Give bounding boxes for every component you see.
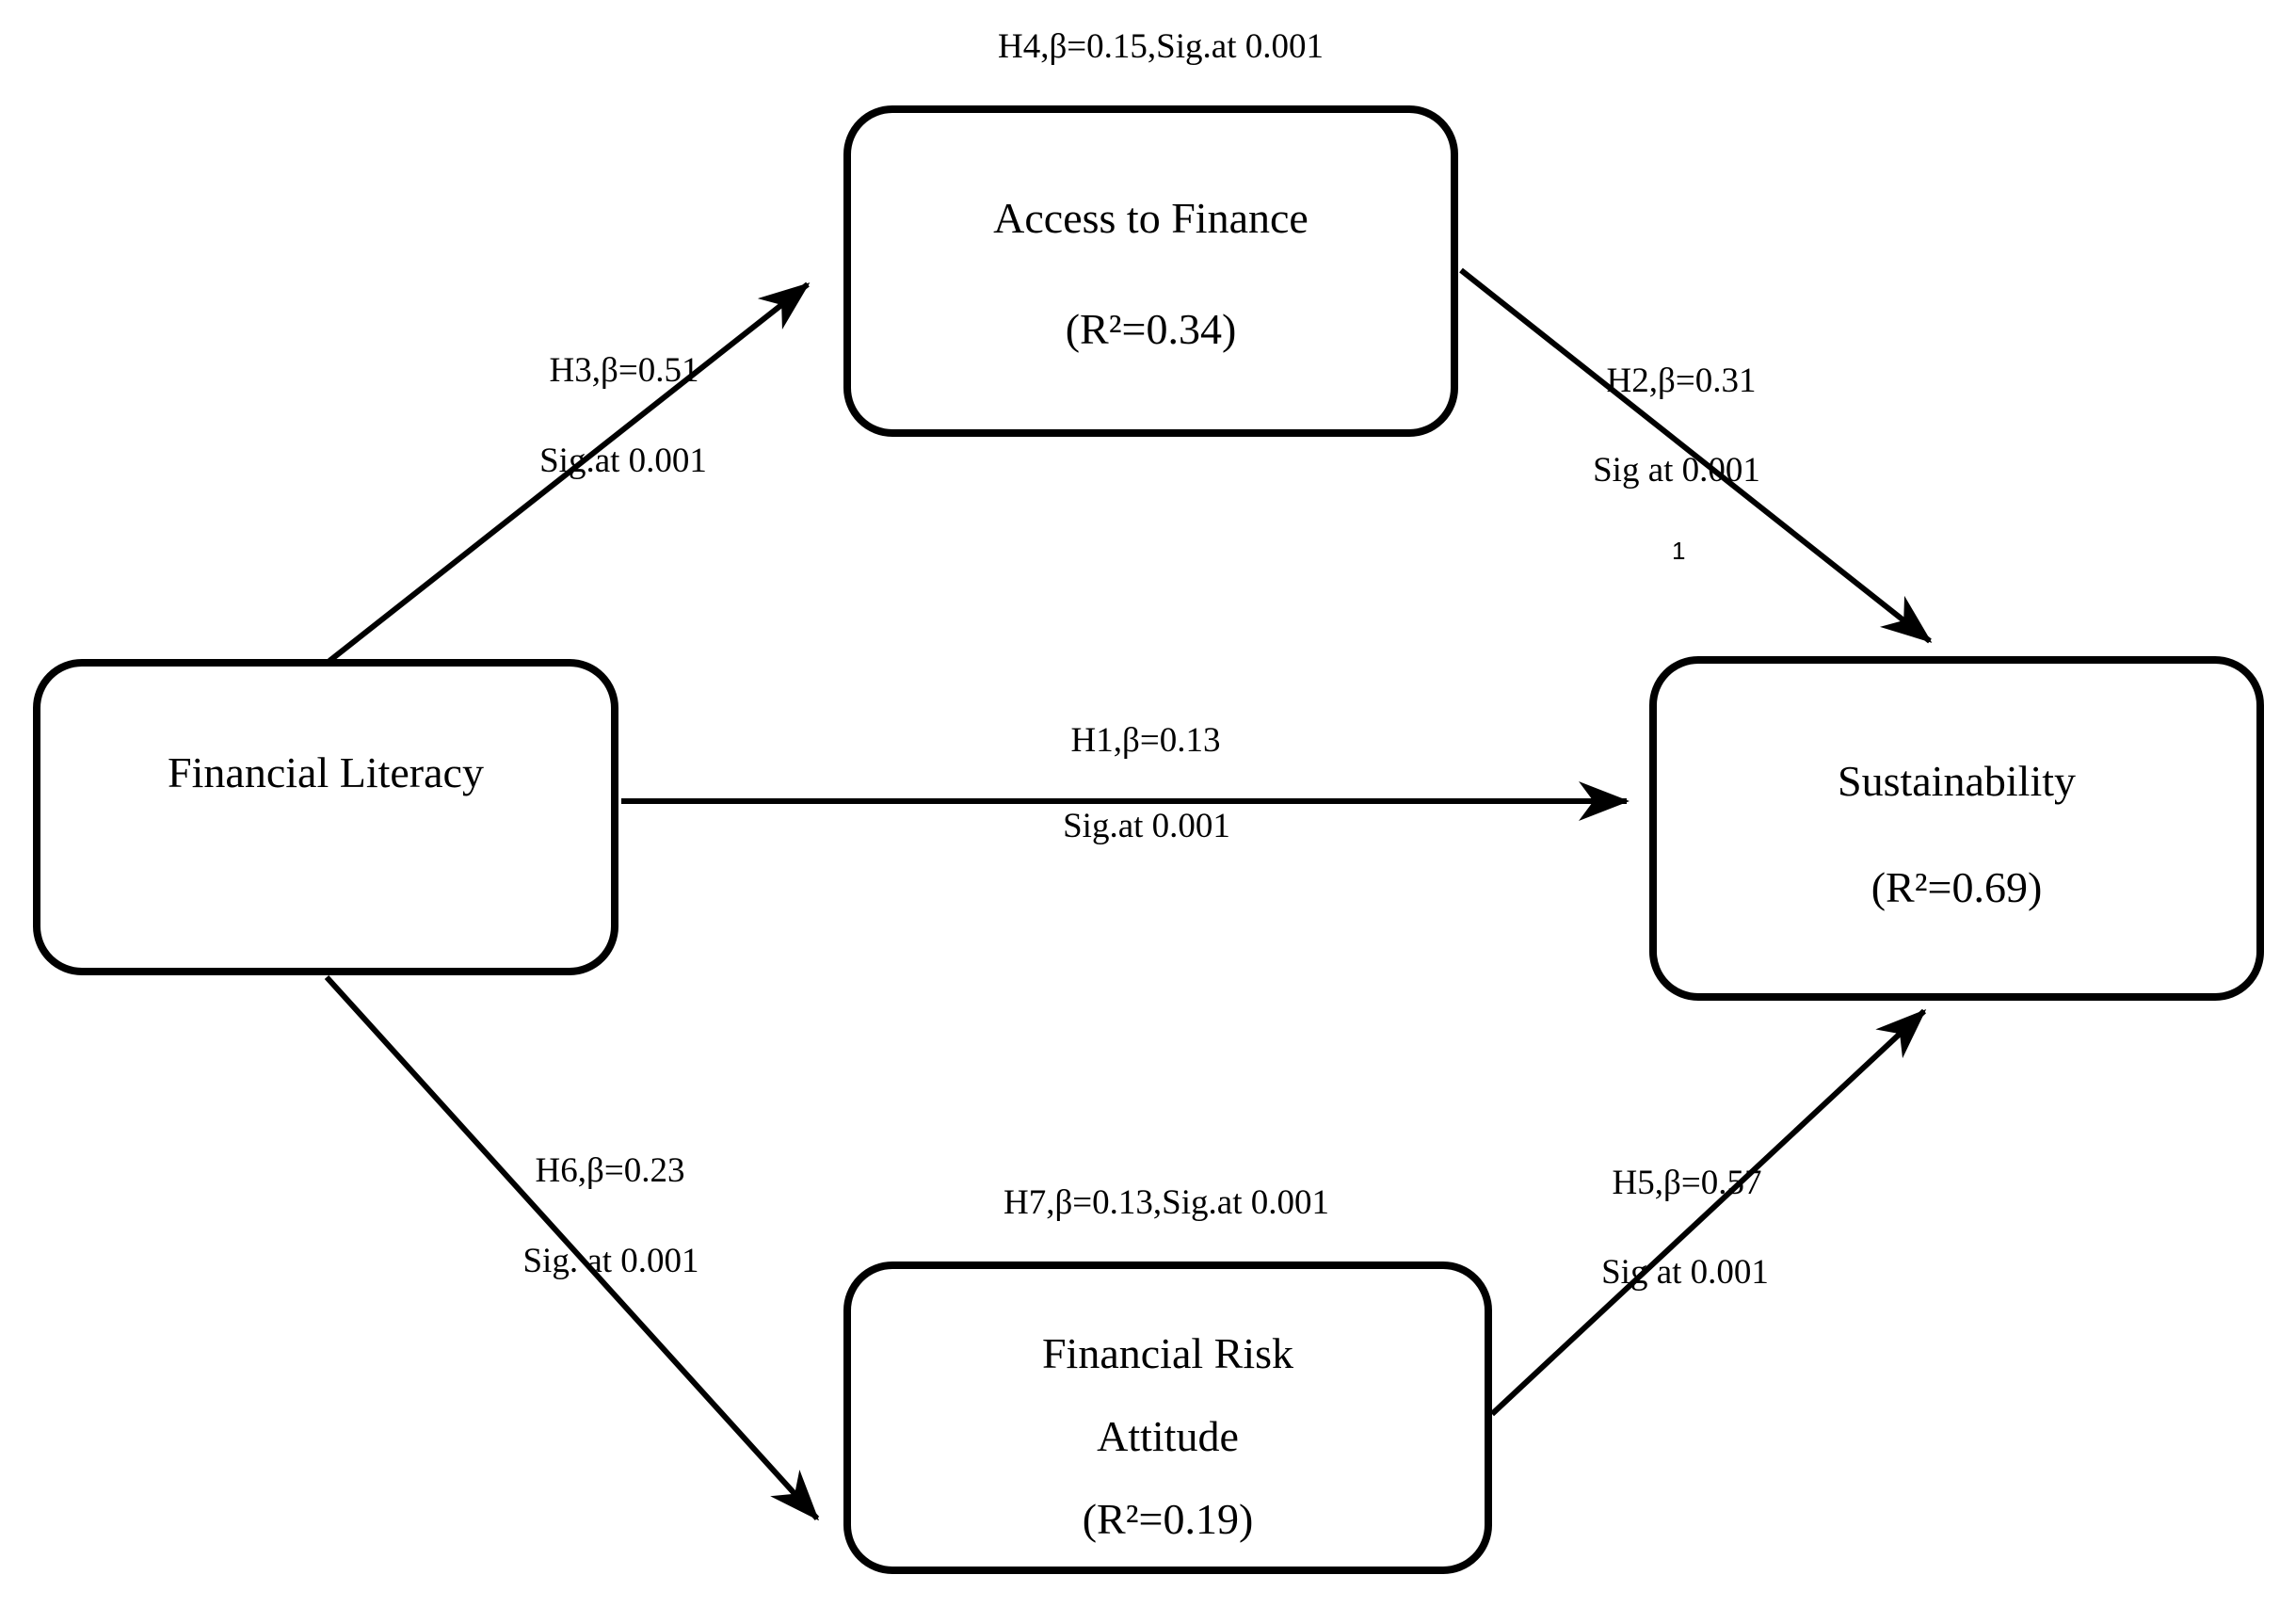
edge-h3-beta: H3,β=0.51 — [549, 351, 699, 390]
edge-h5-line — [1489, 1008, 1927, 1417]
edge-h3-line — [328, 281, 811, 664]
node-r-squared: (R²=0.69) — [1871, 863, 2043, 911]
edge-h1-beta: H1,β=0.13 — [1070, 721, 1221, 760]
node-label: Access to Finance — [993, 194, 1309, 242]
node-financial-literacy: Financial Literacy — [33, 659, 618, 975]
node-r-squared: (R²=0.34) — [1065, 305, 1237, 353]
node-r-squared: (R²=0.19) — [1082, 1495, 1254, 1543]
node-label: Sustainability — [1838, 757, 2076, 805]
edge-h2-line — [1459, 267, 1933, 644]
edge-h6-sig: Sig. at 0.001 — [522, 1242, 699, 1280]
node-label: Financial Literacy — [168, 748, 484, 796]
edge-h1-sig: Sig.at 0.001 — [1063, 807, 1230, 845]
stray-character: 1 — [1672, 537, 1686, 565]
node-label: Attitude — [1097, 1412, 1239, 1460]
node-label: Financial Risk — [1041, 1329, 1294, 1377]
edge-h6-beta: H6,β=0.23 — [535, 1151, 685, 1190]
node-sustainability: Sustainability (R²=0.69) — [1649, 656, 2264, 1001]
edge-h6-line — [324, 974, 820, 1521]
node-financial-risk-attitude: Financial Risk Attitude (R²=0.19) — [843, 1261, 1492, 1574]
edge-h7-label: H7,β=0.13,Sig.at 0.001 — [1003, 1183, 1329, 1222]
edge-h2-beta: H2,β=0.31 — [1606, 362, 1757, 400]
edge-h4-label: H4,β=0.15,Sig.at 0.001 — [998, 27, 1324, 66]
node-access-to-finance: Access to Finance (R²=0.34) — [843, 105, 1458, 437]
